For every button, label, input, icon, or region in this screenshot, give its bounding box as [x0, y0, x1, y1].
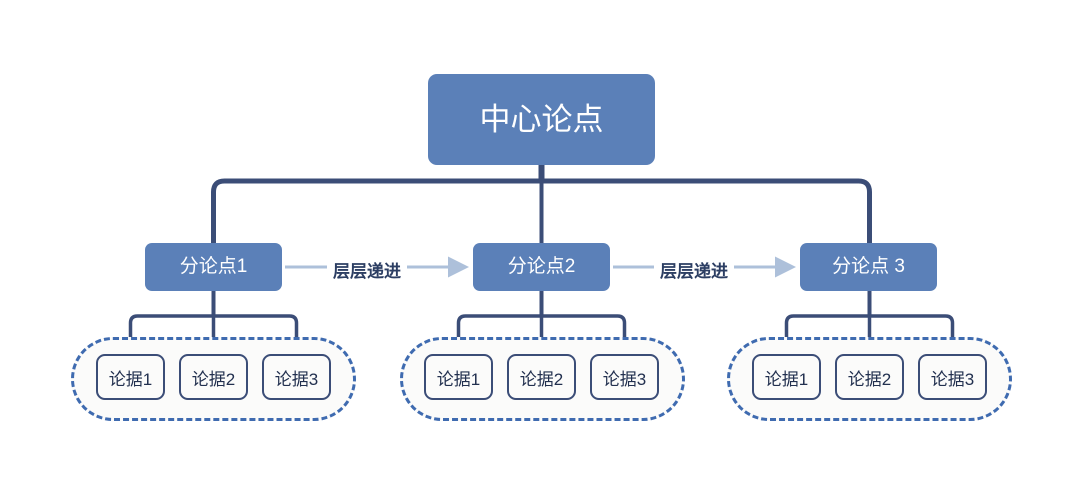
leaf-node-g3-1[interactable]: 论据1 [752, 354, 821, 400]
branch-node-1-label: 分论点1 [179, 255, 248, 277]
leaf-node-g2-3[interactable]: 论据3 [590, 354, 659, 400]
leaf-node-g1-2-label: 论据2 [191, 369, 236, 389]
leaf-node-g2-2[interactable]: 论据2 [507, 354, 576, 400]
leaf-node-g2-1[interactable]: 论据1 [424, 354, 493, 400]
central-thesis-label: 中心论点 [479, 101, 604, 137]
central-thesis-node[interactable]: 中心论点 [428, 74, 655, 165]
leaf-node-g3-2-label: 论据2 [847, 369, 892, 389]
leaf-node-g2-2-label: 论据2 [519, 369, 564, 389]
branch-node-2-label: 分论点2 [507, 255, 576, 277]
leaf-node-g2-3-label: 论据3 [602, 369, 647, 389]
progression-label-2: 层层递进 [654, 257, 734, 282]
branch-node-2[interactable]: 分论点2 [473, 243, 610, 291]
leaf-node-g3-3-label: 论据3 [930, 369, 975, 389]
leaf-node-g1-1[interactable]: 论据1 [96, 354, 165, 400]
leaf-node-g3-2[interactable]: 论据2 [835, 354, 904, 400]
leaf-node-g1-3-label: 论据3 [274, 369, 319, 389]
branch-node-3-label: 分论点 3 [832, 255, 905, 277]
branch-node-1[interactable]: 分论点1 [145, 243, 282, 291]
leaf-node-g1-2[interactable]: 论据2 [179, 354, 248, 400]
leaf-node-g3-3[interactable]: 论据3 [918, 354, 987, 400]
leaf-node-g1-1-label: 论据1 [108, 369, 153, 389]
leaf-node-g3-1-label: 论据1 [764, 369, 809, 389]
main-bus-line [211, 178, 872, 243]
leaf-node-g2-1-label: 论据1 [436, 369, 481, 389]
progression-label-1: 层层递进 [327, 257, 407, 282]
leaf-node-g1-3[interactable]: 论据3 [262, 354, 331, 400]
branch-node-3[interactable]: 分论点 3 [800, 243, 937, 291]
